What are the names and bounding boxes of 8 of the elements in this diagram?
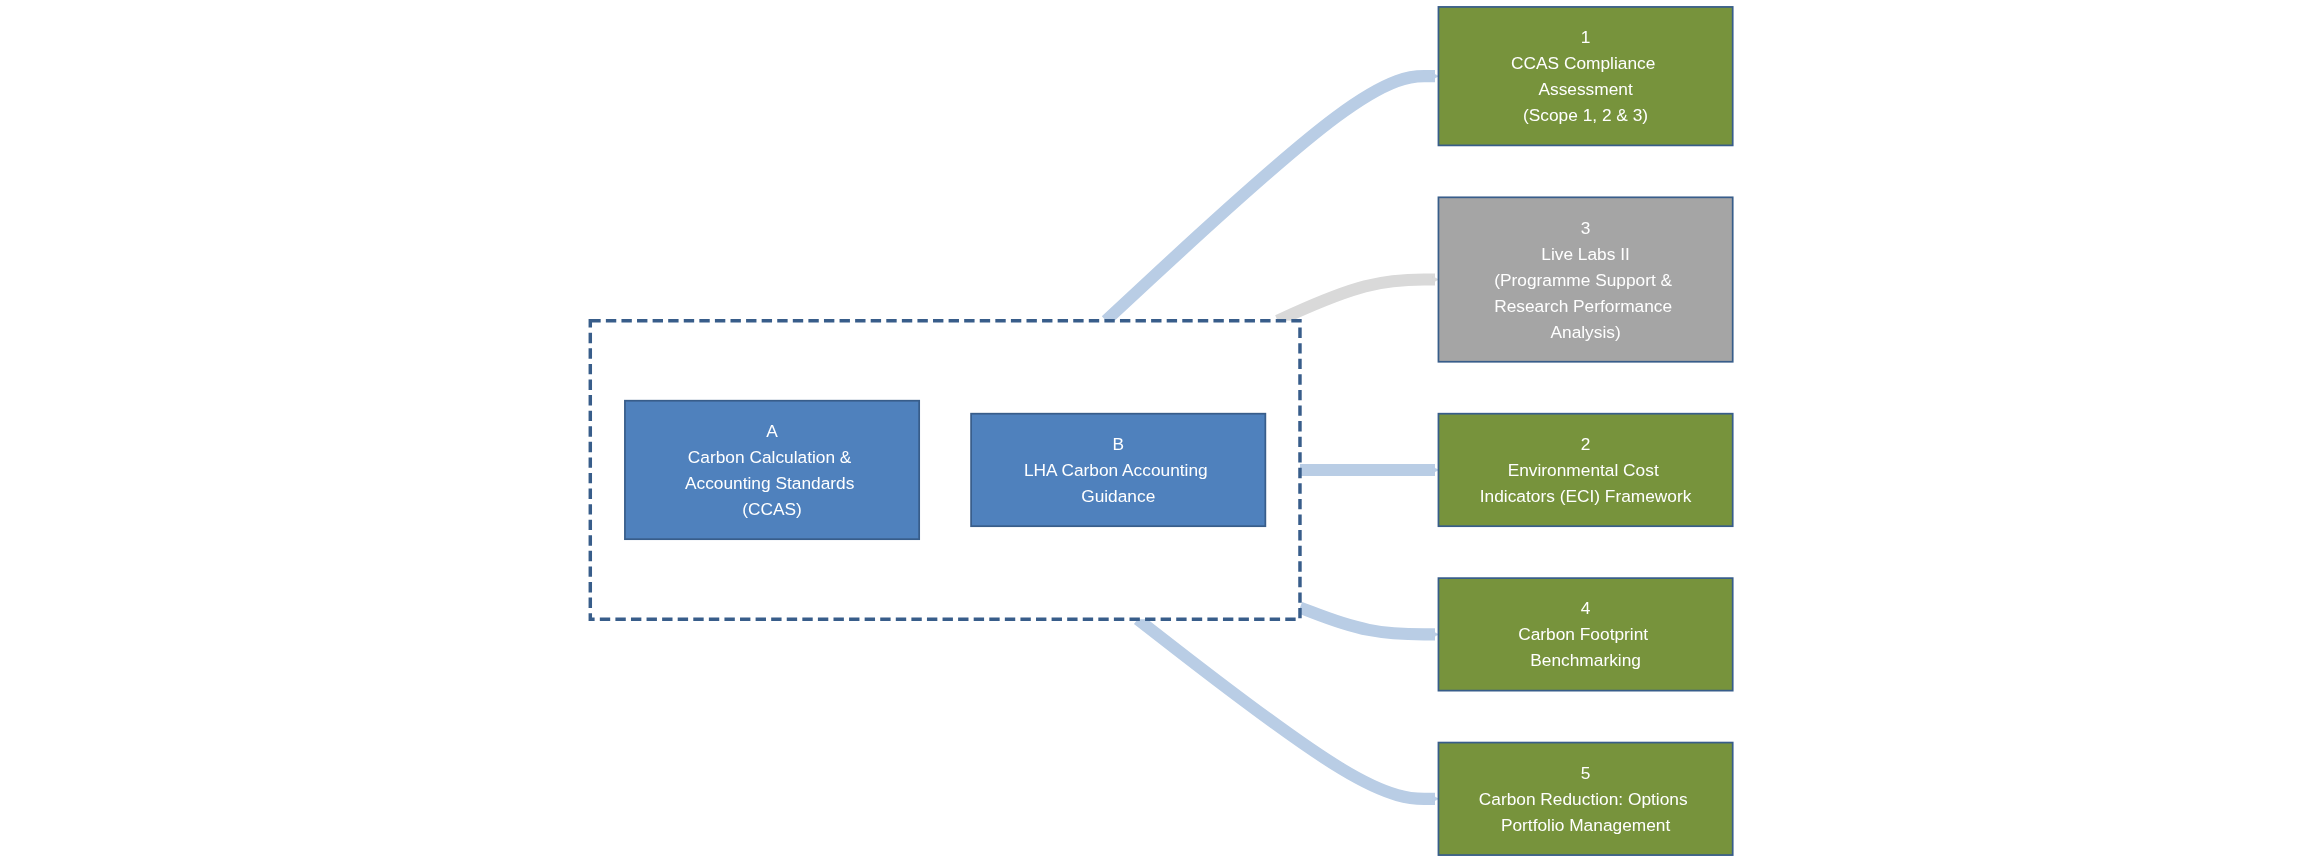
node-box: B LHA Carbon Accounting Guidance bbox=[970, 412, 1267, 528]
node-box: 5 Carbon Reduction: Options Portfolio Management bbox=[1437, 741, 1734, 856]
node-box: 4 Carbon Footprint Benchmarking bbox=[1437, 577, 1734, 692]
node-box: 1 CCAS Compliance Assessment (Scope 1, 2 & 3) bbox=[1437, 6, 1734, 147]
cluster bbox=[588, 318, 1302, 621]
node-box: 3 Live Labs II (Programme Support & Research Performance Analysis) bbox=[1437, 196, 1734, 363]
node-box: A Carbon Calculation & Accounting Standards (CCAS) bbox=[624, 399, 921, 541]
node-box: 2 Environmental Cost Indicators (ECI) Framework bbox=[1437, 412, 1734, 528]
